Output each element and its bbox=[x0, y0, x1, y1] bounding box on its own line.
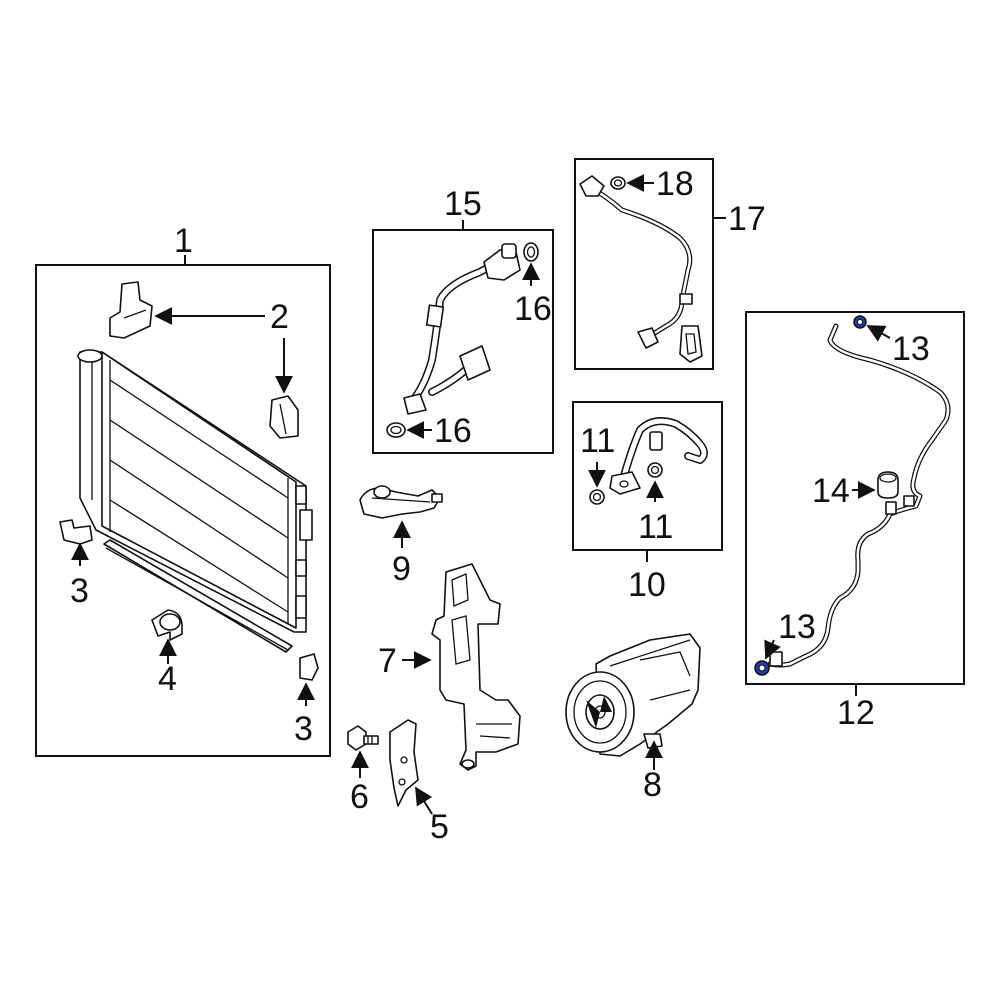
bolt-part-6 bbox=[347, 725, 379, 751]
upper-bracket-part-2b bbox=[269, 395, 299, 439]
line-10-block-fitting bbox=[609, 471, 641, 495]
callout-8: 8 bbox=[643, 766, 662, 804]
air-guide-part-7 bbox=[431, 563, 521, 771]
callout-18: 18 bbox=[656, 165, 694, 203]
callout-1: 1 bbox=[174, 222, 193, 260]
line-12-group: 12 13 13 14 bbox=[745, 311, 965, 732]
side-clip-part-3a bbox=[59, 519, 93, 545]
condenser-group: 1 bbox=[35, 222, 331, 757]
condenser-box bbox=[35, 264, 331, 757]
callout-9: 9 bbox=[392, 550, 411, 588]
line-17-upper-fitting bbox=[579, 175, 605, 197]
callout-11-upper: 11 bbox=[580, 422, 615, 460]
line-17-group: 17 18 bbox=[574, 158, 766, 370]
line-17-box bbox=[574, 158, 714, 370]
callout-10: 10 bbox=[628, 566, 666, 604]
line-17-clip bbox=[679, 325, 703, 363]
callout-3-left: 3 bbox=[70, 572, 89, 610]
callout-16-lower: 16 bbox=[434, 412, 472, 450]
callout-15: 15 bbox=[444, 185, 482, 223]
callout-12: 12 bbox=[837, 694, 875, 732]
callout-5: 5 bbox=[430, 808, 449, 846]
hose-muffler bbox=[459, 345, 491, 381]
line-10-group: 10 11 11 bbox=[572, 401, 723, 604]
callout-16-upper: 16 bbox=[514, 290, 552, 328]
callout-4: 4 bbox=[158, 660, 177, 698]
callout-17: 17 bbox=[728, 200, 766, 238]
line-17-lower-fitting bbox=[637, 327, 659, 349]
o-ring-part-16-lower bbox=[386, 422, 406, 438]
callout-2: 2 bbox=[270, 298, 289, 336]
hose-15-group: 15 16 16 bbox=[372, 185, 554, 454]
o-ring-part-16-upper bbox=[523, 242, 539, 262]
rubber-mount-part-4 bbox=[151, 609, 183, 641]
callout-13-lower: 13 bbox=[778, 608, 816, 646]
side-clip-part-3b bbox=[299, 653, 319, 681]
upper-bracket-part-2a bbox=[109, 281, 153, 339]
condenser-core bbox=[77, 349, 313, 633]
o-ring-part-11-left bbox=[589, 489, 605, 505]
o-ring-part-18 bbox=[610, 176, 626, 190]
callout-11-lower: 11 bbox=[638, 508, 673, 546]
hose-lower-fitting bbox=[403, 393, 427, 415]
o-ring-part-11-right bbox=[647, 462, 663, 478]
callout-7: 7 bbox=[378, 642, 397, 680]
bracket-part-9 bbox=[359, 485, 443, 519]
callout-14: 14 bbox=[812, 472, 850, 510]
callout-6: 6 bbox=[350, 778, 369, 816]
callout-13-upper: 13 bbox=[892, 330, 930, 368]
lower-seal-strip bbox=[103, 539, 293, 653]
bracket-part-5 bbox=[389, 719, 419, 807]
compressor-part-8 bbox=[565, 633, 701, 757]
callout-3-right: 3 bbox=[294, 710, 313, 748]
grommet-part-14 bbox=[877, 471, 899, 499]
